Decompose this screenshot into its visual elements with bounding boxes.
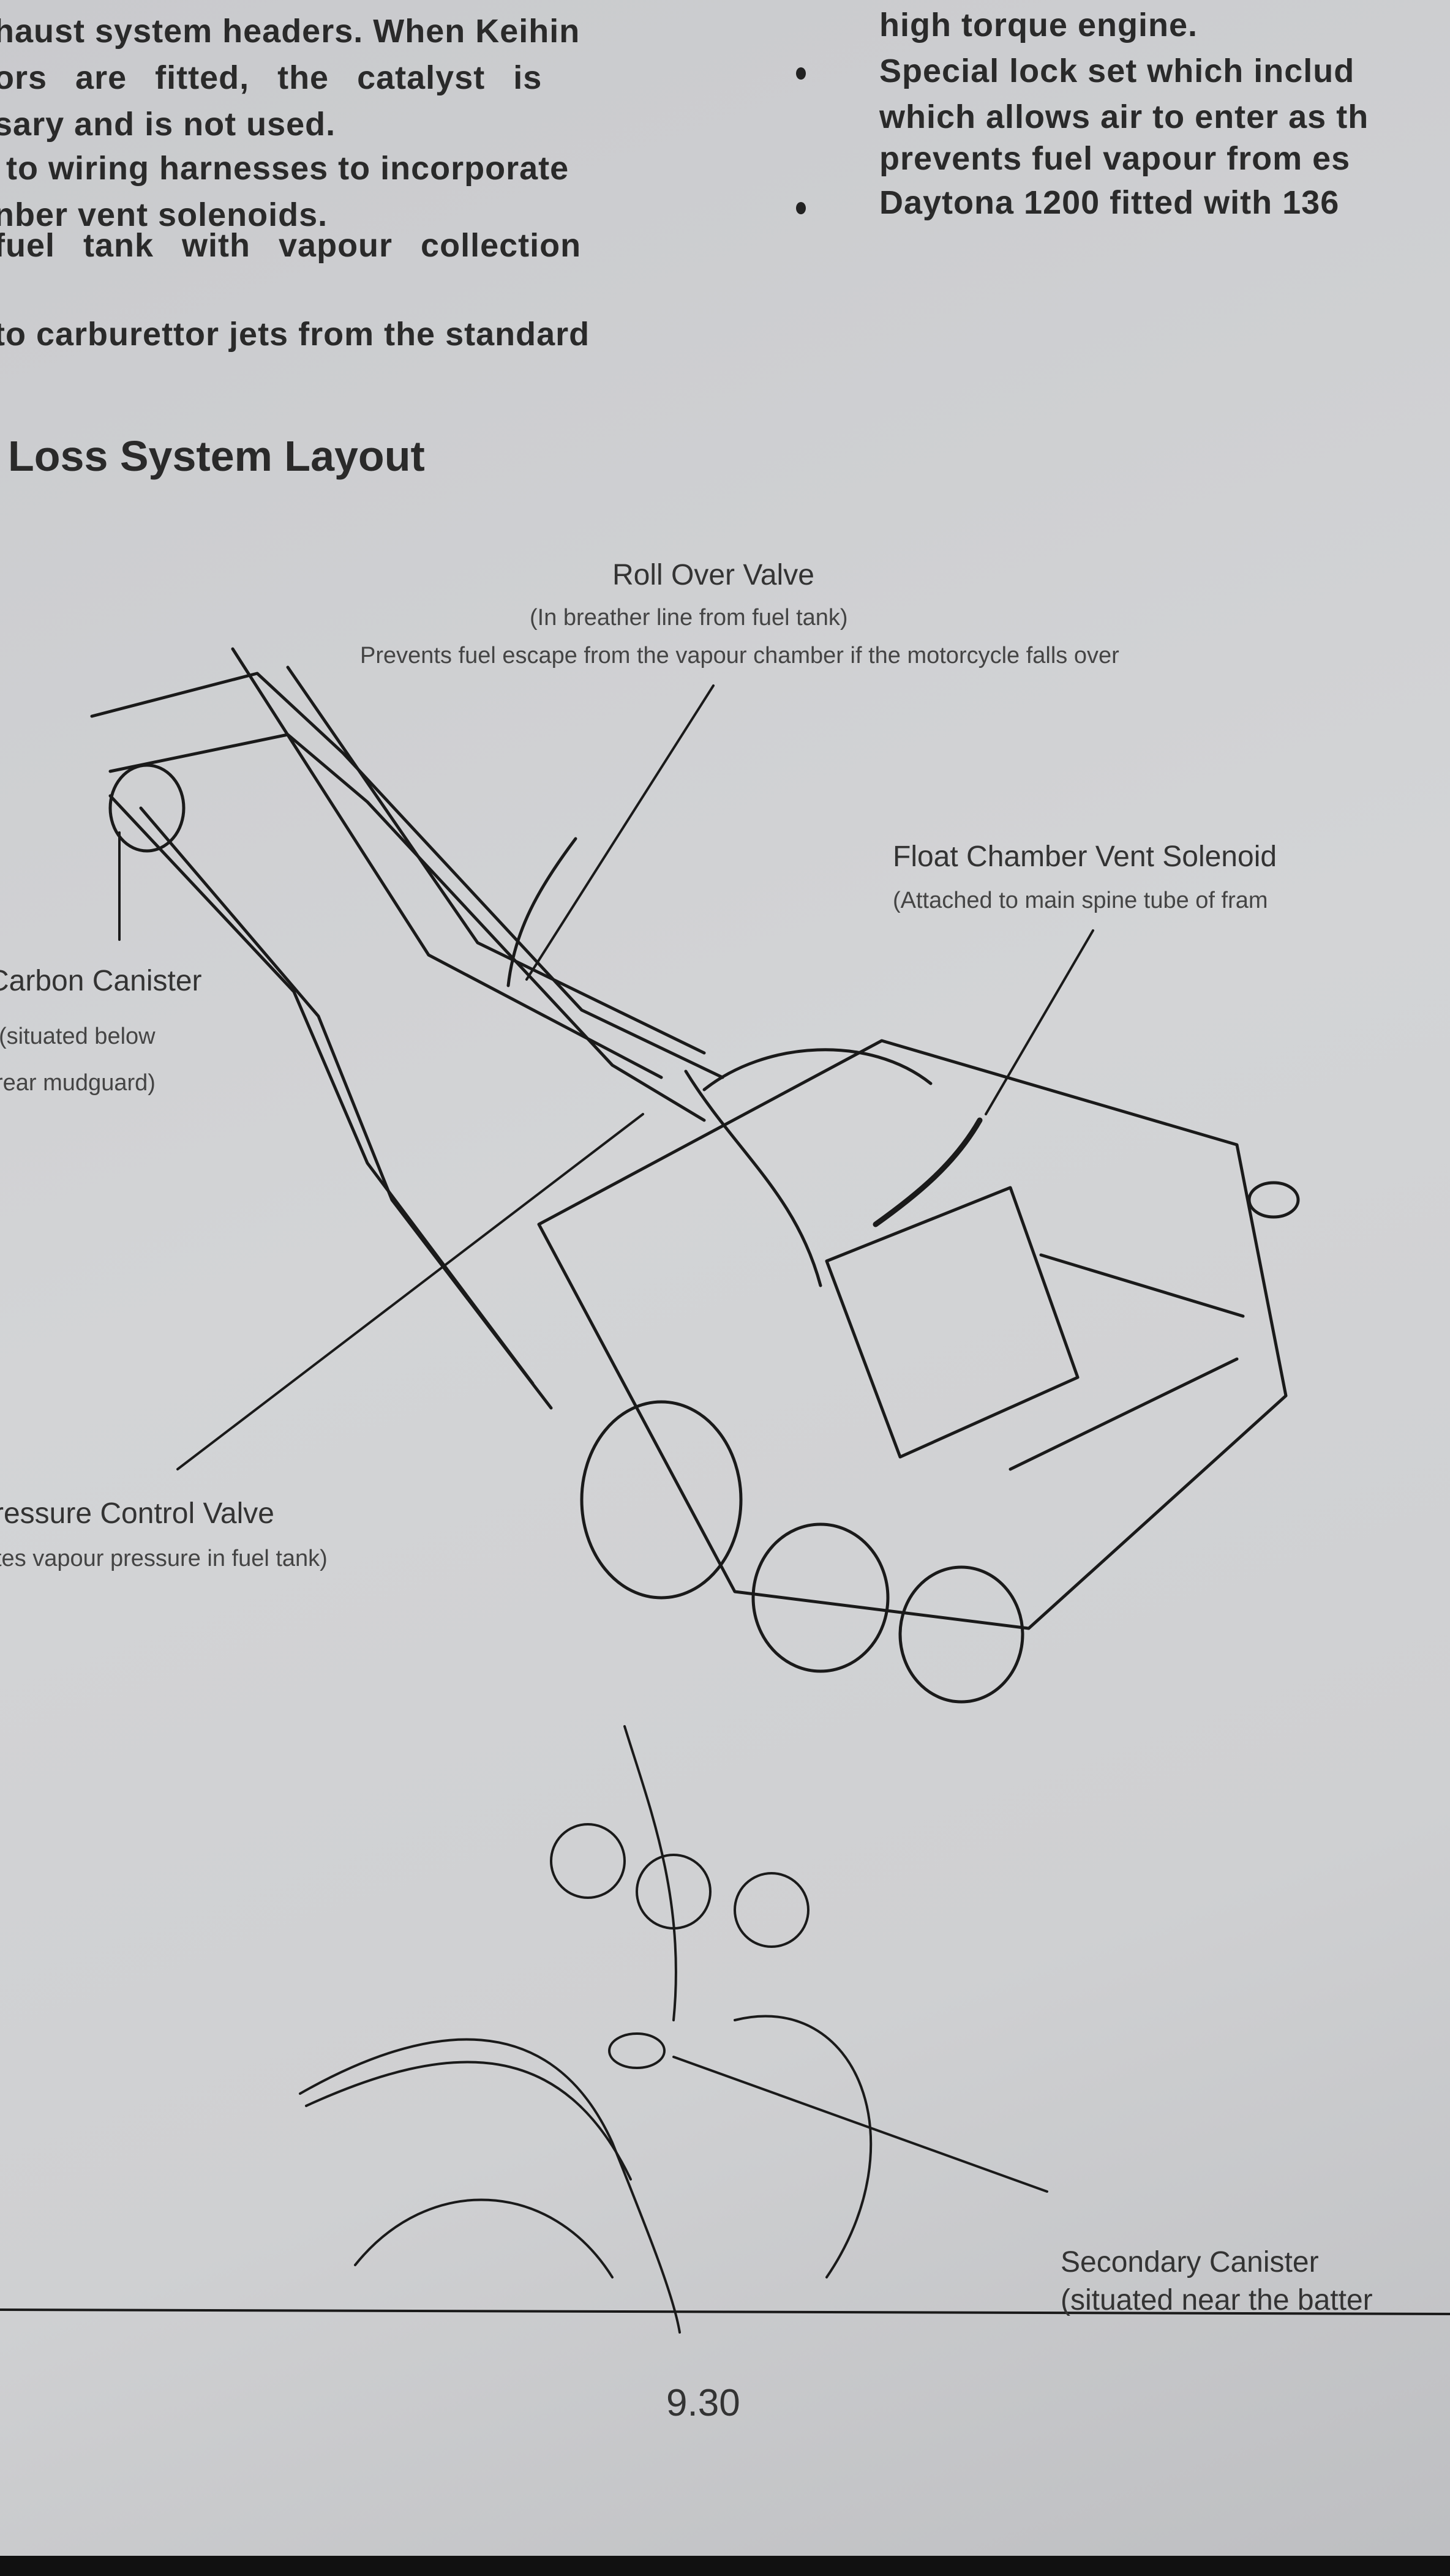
frame-tube-end xyxy=(1247,1181,1300,1219)
roll-over-valve-note: (In breather line from fuel tank) xyxy=(530,605,848,631)
cylinder-cover xyxy=(751,1522,890,1673)
hose xyxy=(299,2038,681,2334)
text-line: haust system headers. When Keihin xyxy=(0,13,580,50)
carbon-canister xyxy=(108,763,186,853)
hose xyxy=(623,1725,677,2021)
hose xyxy=(684,1069,822,1287)
roll-over-valve-note: Prevents fuel escape from the vapour cha… xyxy=(360,643,1119,668)
hose xyxy=(873,1117,983,1227)
text-line: Daytona 1200 fitted with 136 xyxy=(879,184,1340,221)
leader-line xyxy=(672,2056,1048,2193)
bullet-icon xyxy=(796,67,806,80)
hose xyxy=(506,837,577,987)
pressure-control-valve-note: tes vapour pressure in fuel tank) xyxy=(0,1546,328,1571)
cylinder-cover xyxy=(580,1400,743,1600)
text-line: fuel tank with vapour collection xyxy=(0,227,582,264)
carbon-canister-note: rear mudguard) xyxy=(0,1070,156,1096)
leader-line xyxy=(525,684,715,981)
frame-rail xyxy=(231,647,663,1079)
engine-block xyxy=(537,1039,1288,1630)
page-rule xyxy=(0,2308,1450,2315)
text-line: to wiring harnesses to incorporate xyxy=(6,150,569,187)
cylinder-cover xyxy=(898,1565,1024,1704)
text-line: prevents fuel vapour from es xyxy=(879,140,1351,177)
section-heading: Loss System Layout xyxy=(8,432,425,480)
engine-detail xyxy=(1009,1253,1245,1471)
engine-detail xyxy=(825,1186,1080,1459)
text-line: to carburettor jets from the standard xyxy=(0,316,590,353)
frame-rail xyxy=(139,806,553,1410)
text-line: Special lock set which includ xyxy=(879,53,1355,89)
engine-outline xyxy=(354,2015,873,2278)
roll-over-valve-label: Roll Over Valve xyxy=(612,559,814,591)
photo-edge-shadow xyxy=(0,2556,1450,2576)
frame-rail xyxy=(108,733,706,1122)
pressure-control-valve-label: ressure Control Valve xyxy=(0,1497,274,1530)
float-chamber-solenoid-label: Float Chamber Vent Solenoid xyxy=(893,841,1277,873)
leader-line xyxy=(176,1113,644,1470)
text-line: ors are fitted, the catalyst is xyxy=(0,59,543,96)
frame-rail xyxy=(90,672,724,1079)
secondary-canister-note: (situated near the batter xyxy=(1061,2284,1373,2316)
frame-rail xyxy=(108,794,535,1385)
carbon-canister-note: (situated below xyxy=(0,1024,156,1049)
float-chamber-solenoid-note: (Attached to main spine tube of fram xyxy=(893,888,1268,913)
page-number: 9.30 xyxy=(666,2382,740,2424)
frame-rail xyxy=(286,665,706,1055)
bullet-icon xyxy=(796,202,806,214)
text-line: which allows air to enter as th xyxy=(879,99,1369,135)
hose xyxy=(305,2061,632,2181)
text-line: nber vent solenoids. xyxy=(0,197,328,233)
engine-block xyxy=(702,1048,933,1091)
secondary-canister xyxy=(608,2032,666,2069)
leader-line xyxy=(985,929,1094,1115)
carbon-canister-label: Carbon Canister xyxy=(0,965,202,997)
secondary-canister-label: Secondary Canister xyxy=(1061,2246,1319,2278)
text-line: sary and is not used. xyxy=(0,106,336,143)
text-line: high torque engine. xyxy=(879,7,1198,43)
carburettor xyxy=(550,1823,626,1899)
carburettor xyxy=(734,1872,810,1948)
